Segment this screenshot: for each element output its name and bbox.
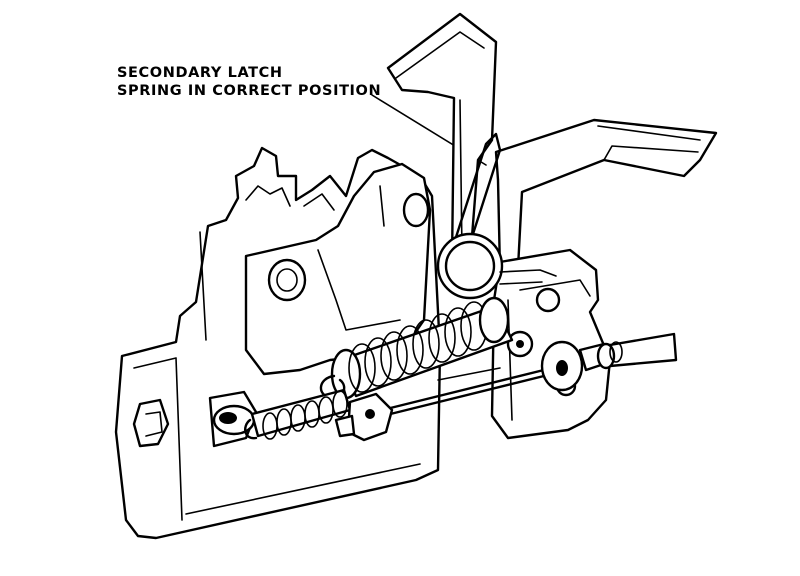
release-lever xyxy=(494,118,718,272)
release-rod xyxy=(334,364,562,442)
callout-line-1: SECONDARY LATCH xyxy=(117,65,283,81)
lower-spring-link xyxy=(208,388,352,448)
callout-line-2: SPRING IN CORRECT POSITION xyxy=(117,83,381,99)
main-coil-spring xyxy=(319,296,514,400)
plate-rod-guide xyxy=(437,367,501,381)
mounting-clip xyxy=(132,398,170,448)
plate-lower-edge xyxy=(185,463,421,515)
release-cable xyxy=(540,332,678,392)
secondary-latch-spring xyxy=(436,132,557,300)
right-bracket xyxy=(490,248,612,440)
latch-hook xyxy=(244,162,432,376)
